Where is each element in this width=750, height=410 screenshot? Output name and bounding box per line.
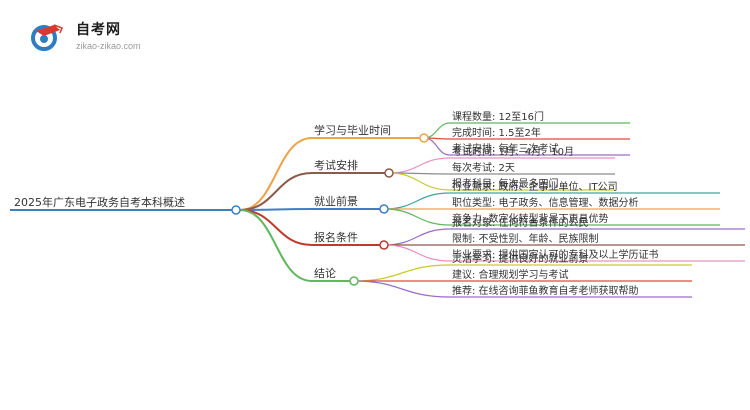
connector-root-to-branch xyxy=(239,172,313,211)
branch-node-label[interactable]: 报名条件 xyxy=(314,230,358,244)
branch-node-circle[interactable] xyxy=(419,133,429,143)
branch-node-label[interactable]: 就业前景 xyxy=(314,194,358,208)
connector-root-to-branch xyxy=(239,209,313,282)
branch-node-circle[interactable] xyxy=(379,240,389,250)
root-node-circle[interactable] xyxy=(231,205,241,215)
leaf-node-label[interactable]: 限制: 不受性别、年龄、民族限制 xyxy=(452,232,599,245)
logo-emblem-icon xyxy=(30,22,70,52)
site-logo[interactable]: 自考网 zikao-zikao.com xyxy=(30,22,141,52)
connector-branch-to-leaf xyxy=(383,192,451,210)
leaf-node-label[interactable]: 课程数量: 12至16门 xyxy=(452,110,544,123)
connector-branch-to-leaf xyxy=(353,280,451,298)
logo-title: 自考网 xyxy=(76,22,121,38)
leaf-node-label[interactable]: 灵活学习: 提供良好的就业前景 xyxy=(452,252,589,265)
branch-node-circle[interactable] xyxy=(379,204,389,214)
leaf-node-label[interactable]: 完成时间: 1.5至2年 xyxy=(452,126,541,139)
connector-root-to-branch xyxy=(239,209,313,246)
leaf-node-label[interactable]: 建议: 合理规划学习与考试 xyxy=(452,268,569,281)
branch-node-label[interactable]: 考试安排 xyxy=(314,158,358,172)
connector-branch-to-leaf xyxy=(353,264,451,282)
connector-branch-to-leaf xyxy=(388,157,451,174)
logo-subtitle: zikao-zikao.com xyxy=(76,41,141,51)
connector-branch-to-leaf xyxy=(383,244,451,262)
branch-node-label[interactable]: 结论 xyxy=(314,266,336,280)
connector-branch-to-leaf xyxy=(383,228,451,246)
leaf-node-label[interactable]: 行业需求: 政府、企事业单位、IT公司 xyxy=(452,180,618,193)
leaf-node-label[interactable]: 报名对象: 任何符合条件的公民 xyxy=(452,216,589,229)
leaf-node-label[interactable]: 毕业要求: 提供国家认可的专科及以上学历证书 xyxy=(452,248,659,261)
branch-node-circle[interactable] xyxy=(349,276,359,286)
branch-node-circle[interactable] xyxy=(384,168,394,178)
connector-root-to-branch xyxy=(239,208,313,211)
connector-branch-to-leaf xyxy=(383,208,451,226)
leaf-node-label[interactable]: 每次考试: 2天 xyxy=(452,161,515,174)
connector-root-to-branch xyxy=(239,137,313,211)
leaf-node-label[interactable]: 考试时间: 1月、4月、10月 xyxy=(452,145,574,158)
leaf-node-label[interactable]: 竞争力: 数字化转型背景下更具优势 xyxy=(452,212,609,225)
connector-branch-to-leaf xyxy=(388,172,451,191)
leaf-node-label[interactable]: 考试安排: 每年三次考试 xyxy=(452,142,559,155)
leaf-node-label[interactable]: 推荐: 在线咨询菲鱼教育自考老师获取帮助 xyxy=(452,284,639,297)
leaf-node-label[interactable]: 职位类型: 电子政务、信息管理、数据分析 xyxy=(452,196,639,209)
branch-node-label[interactable]: 学习与毕业时间 xyxy=(314,123,391,137)
leaf-node-label[interactable]: 报考科目: 每次最多四门 xyxy=(452,177,559,190)
root-node-label[interactable]: 2025年广东电子政务自考本科概述 xyxy=(14,195,185,209)
